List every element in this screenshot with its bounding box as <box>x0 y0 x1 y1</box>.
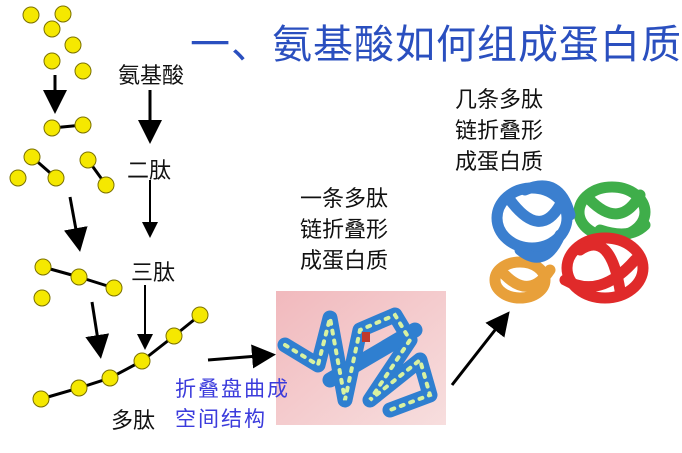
arrow-left-3 <box>85 301 110 359</box>
caption-line: 一条多肽 <box>300 187 389 212</box>
label-tripeptide: 三肽 <box>131 261 176 286</box>
arrow-left-2 <box>63 196 88 252</box>
fold-note-line-1: 折叠盘曲成 <box>175 377 290 401</box>
caption-line: 成蛋白质 <box>455 150 544 175</box>
folded-single-chain-image <box>276 291 446 425</box>
label-dipeptide: 二肽 <box>127 159 172 184</box>
slide-title: 一、氨基酸如何组成蛋白质 <box>190 22 682 68</box>
fold-note-line-2: 空间结构 <box>175 407 267 431</box>
single-chain-caption: 一条多肽 链折叠形 成蛋白质 <box>300 184 388 277</box>
multi-chain-caption: 几条多肽 链折叠形 成蛋白质 <box>455 85 543 178</box>
arrow-to-protein <box>450 311 510 386</box>
caption-line: 成蛋白质 <box>300 249 389 274</box>
caption-line: 链折叠形 <box>455 119 544 144</box>
label-amino-acid: 氨基酸 <box>118 64 185 89</box>
caption-line: 链折叠形 <box>300 218 389 243</box>
arrows <box>43 75 510 386</box>
arrow-to-fold <box>207 344 276 369</box>
label-polypeptide: 多肽 <box>111 409 156 434</box>
amino-acid-balls <box>9 5 209 408</box>
multi-chain-protein-image <box>489 180 651 304</box>
caption-line: 几条多肽 <box>455 88 544 113</box>
